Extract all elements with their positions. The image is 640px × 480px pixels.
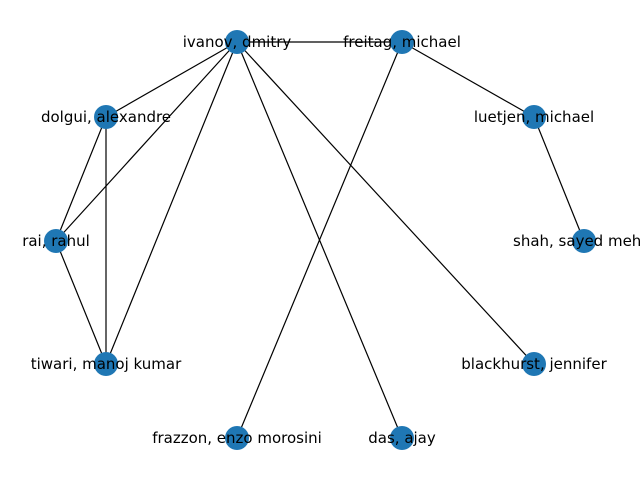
node-label-rai: rai, rahul — [22, 232, 90, 250]
edges-layer — [55, 41, 585, 439]
node-freitag[interactable] — [390, 30, 414, 54]
node-label-dolgui: dolgui, alexandre — [41, 108, 171, 126]
edge-rai-tiwari — [55, 240, 107, 365]
edge-freitag-frazzon — [236, 41, 403, 439]
node-label-ivanov: ivanov, dmitry — [183, 33, 292, 51]
node-luetjen[interactable] — [522, 105, 546, 129]
node-label-das: das, ajay — [368, 429, 436, 447]
node-ivanov[interactable] — [225, 30, 249, 54]
node-label-freitag: freitag, michael — [343, 33, 461, 51]
node-rai[interactable] — [44, 229, 68, 253]
edge-ivanov-blackhurst — [236, 41, 535, 365]
edge-luetjen-shah — [533, 116, 585, 242]
node-blackhurst[interactable] — [522, 352, 546, 376]
node-label-luetjen: luetjen, michael — [474, 108, 594, 126]
node-shah[interactable] — [572, 229, 596, 253]
node-dolgui[interactable] — [94, 105, 118, 129]
edge-freitag-luetjen — [401, 41, 535, 118]
node-label-tiwari: tiwari, manoj kumar — [31, 355, 182, 373]
edge-dolgui-rai — [55, 116, 107, 242]
node-tiwari[interactable] — [94, 352, 118, 376]
nodes-layer — [44, 30, 596, 450]
node-label-frazzon: frazzon, enzo morosini — [152, 429, 322, 447]
edge-ivanov-tiwari — [105, 41, 238, 365]
node-label-shah: shah, sayed mehdi — [513, 232, 640, 250]
node-label-blackhurst: blackhurst, jennifer — [461, 355, 607, 373]
node-das[interactable] — [390, 426, 414, 450]
labels-layer: ivanov, dmitry freitag, michael dolgui, al… — [22, 33, 640, 447]
edge-ivanov-dolgui — [105, 41, 238, 118]
node-frazzon[interactable] — [225, 426, 249, 450]
edge-ivanov-rai — [55, 41, 238, 242]
